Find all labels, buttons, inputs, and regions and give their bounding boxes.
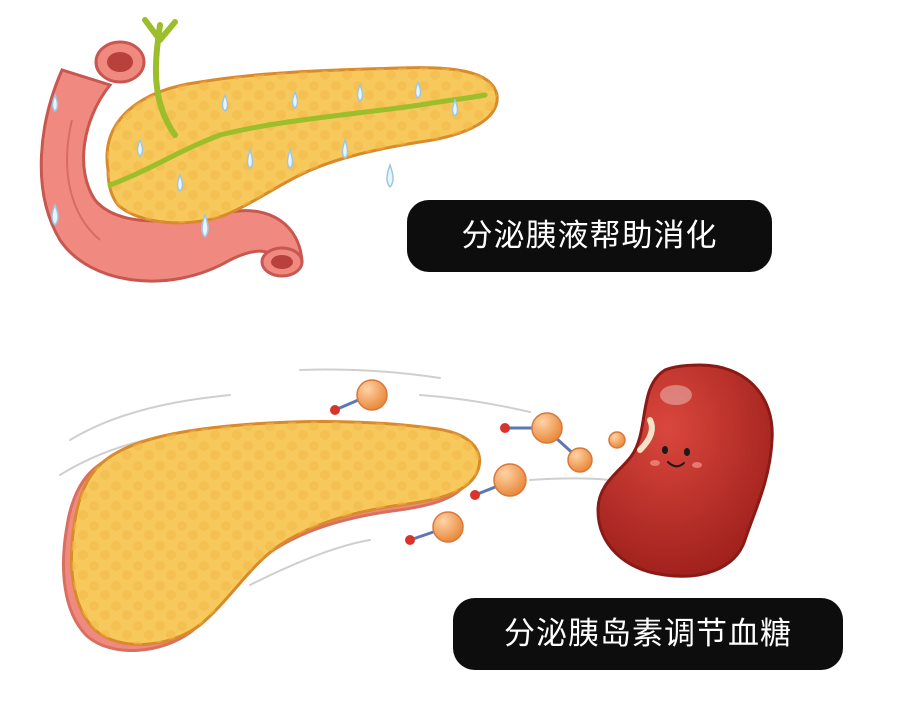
juice-droplets — [51, 80, 459, 239]
bile-duct — [142, 17, 178, 138]
label-glucose-regulation: 分泌胰岛素调节血糖 — [453, 598, 843, 670]
insulin-molecule — [470, 463, 527, 500]
motion-lines — [59, 368, 611, 586]
insulin-molecules — [330, 379, 626, 545]
kidney-bean-character — [596, 363, 774, 578]
pancreas-bottom — [62, 420, 482, 652]
pancreas-top — [51, 17, 499, 239]
bean-face — [650, 446, 702, 468]
insulin-molecule — [500, 412, 626, 473]
insulin-molecule — [330, 379, 388, 415]
label-digestion: 分泌胰液帮助消化 — [407, 200, 772, 272]
insulin-molecule — [405, 511, 464, 545]
duodenum — [39, 40, 304, 283]
pancreatic-duct — [107, 92, 488, 188]
